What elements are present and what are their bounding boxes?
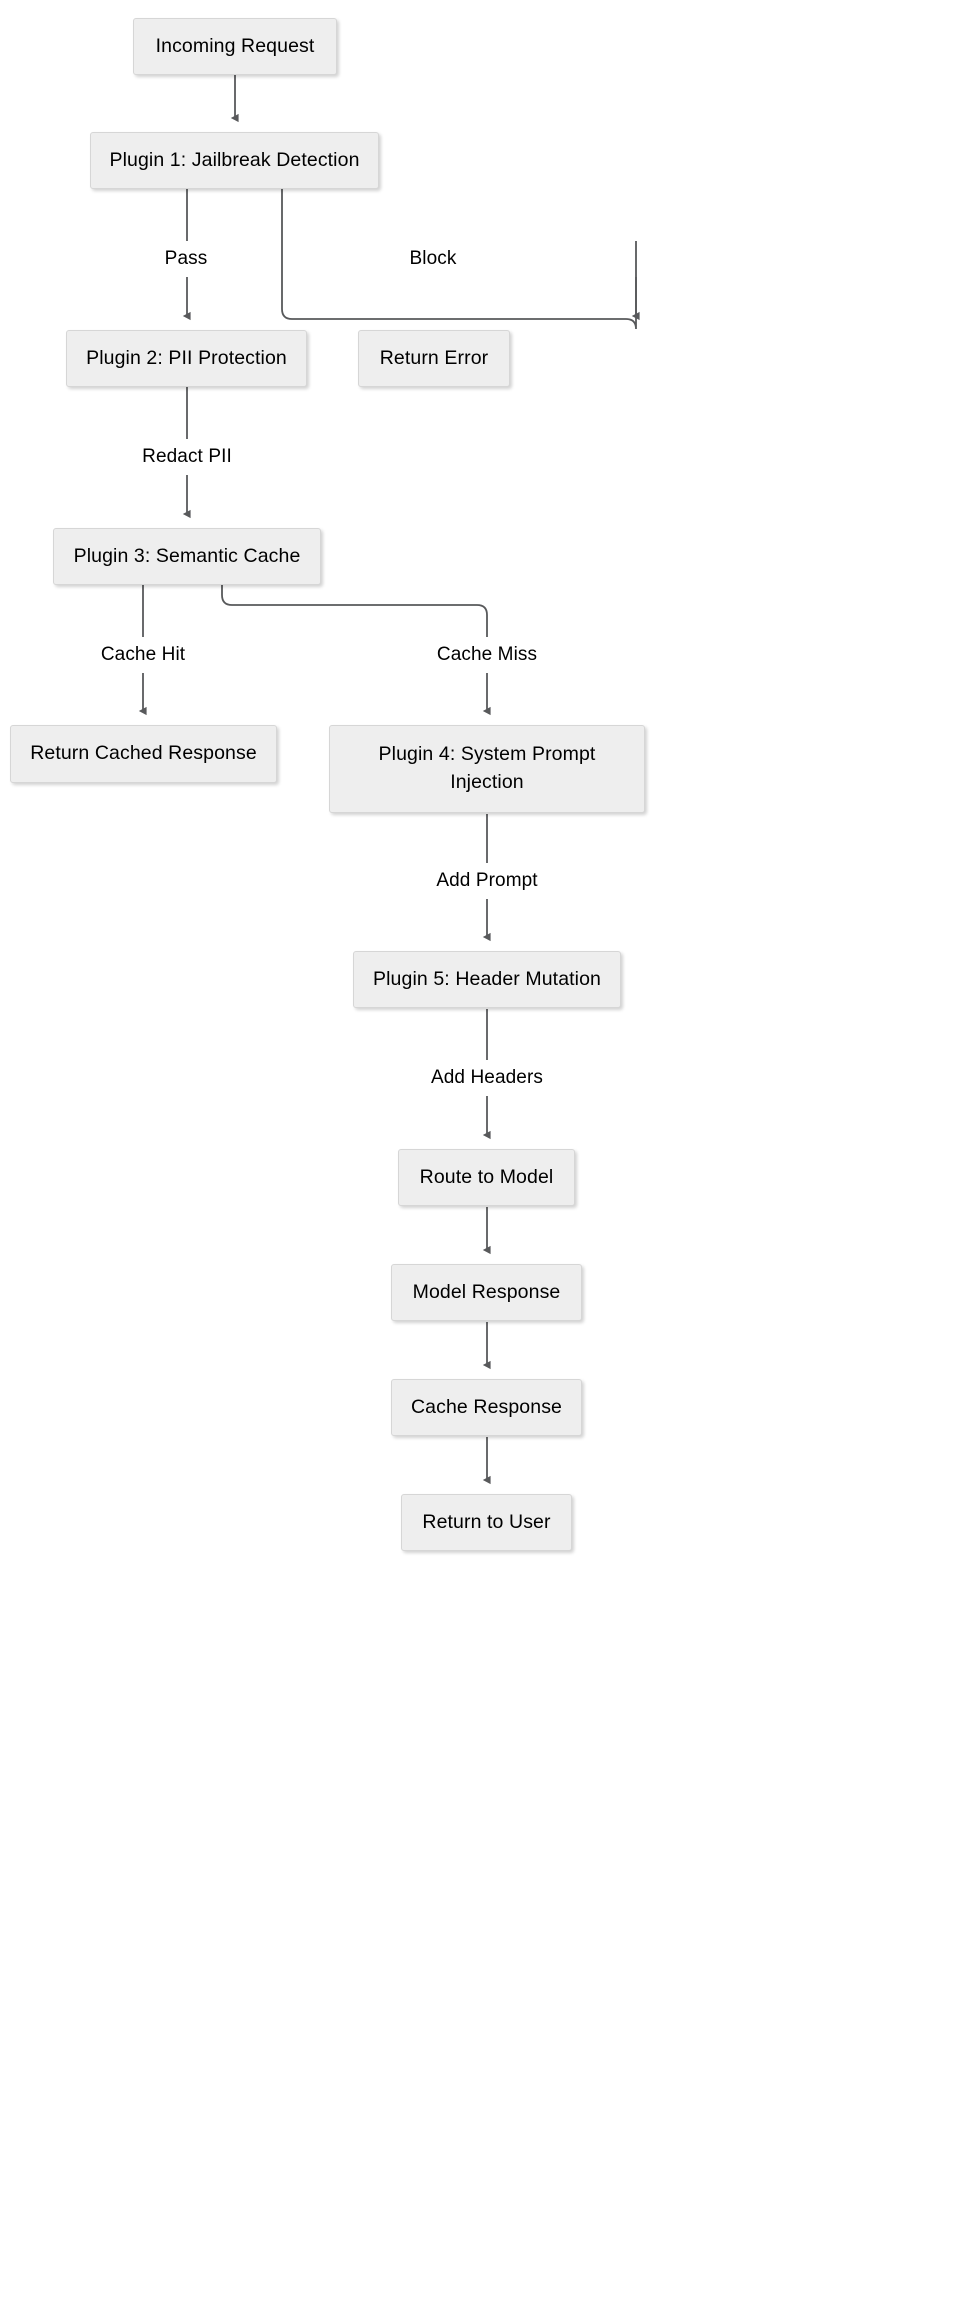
node-label-routemodel: Route to Model	[419, 1165, 554, 1188]
node-label-returncached: Return Cached Response	[30, 742, 257, 765]
node-plugin4[interactable]: Plugin 4: System Prompt Injection	[329, 725, 645, 813]
node-label-plugin4: Plugin 4: System Prompt Injection	[378, 743, 596, 793]
node-label-returnuser: Return to User	[422, 1510, 551, 1533]
edge-e6	[221, 585, 488, 637]
node-routemodel[interactable]: Route to Model	[398, 1149, 575, 1206]
node-plugin2[interactable]: Plugin 2: PII Protection	[66, 330, 307, 387]
edge-label-e4: Redact PII	[137, 445, 237, 469]
edge-label-e2: Pass	[159, 247, 213, 271]
node-incoming[interactable]: Incoming Request	[133, 18, 337, 75]
node-modelresponse[interactable]: Model Response	[391, 1264, 582, 1321]
node-plugin3[interactable]: Plugin 3: Semantic Cache	[53, 528, 321, 585]
node-label-returnerror: Return Error	[379, 346, 489, 369]
node-cacheresponse[interactable]: Cache Response	[391, 1379, 582, 1436]
edge-label-e3: Block	[404, 247, 462, 271]
node-returnerror[interactable]: Return Error	[358, 330, 510, 387]
node-plugin1[interactable]: Plugin 1: Jailbreak Detection	[90, 132, 379, 189]
node-label-incoming: Incoming Request	[155, 34, 315, 57]
edge-label-e8: Add Headers	[425, 1066, 549, 1090]
node-plugin5[interactable]: Plugin 5: Header Mutation	[353, 951, 621, 1008]
edge-label-e5: Cache Hit	[95, 643, 191, 667]
node-label-plugin2: Plugin 2: PII Protection	[86, 346, 287, 369]
edge-label-e7: Add Prompt	[431, 869, 543, 893]
node-label-plugin1: Plugin 1: Jailbreak Detection	[109, 148, 360, 171]
node-label-modelresponse: Model Response	[412, 1280, 561, 1303]
node-returnuser[interactable]: Return to User	[401, 1494, 572, 1551]
node-label-cacheresponse: Cache Response	[411, 1395, 562, 1418]
node-returncached[interactable]: Return Cached Response	[10, 725, 277, 783]
node-label-plugin3: Plugin 3: Semantic Cache	[73, 544, 301, 567]
node-label-plugin5: Plugin 5: Header Mutation	[373, 967, 601, 990]
edge-label-e6: Cache Miss	[431, 643, 543, 667]
